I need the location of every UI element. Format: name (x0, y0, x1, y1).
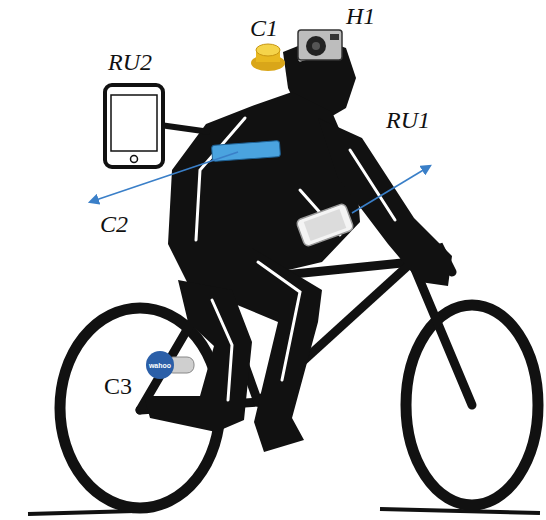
ground-line (28, 511, 135, 514)
device-label: RU1 (386, 108, 430, 132)
tablet-button (131, 156, 138, 163)
device-label: H1 (346, 4, 375, 28)
device-label: C1 (250, 16, 278, 40)
tablet (105, 85, 163, 167)
rider-silhouette (144, 38, 452, 452)
leader-arrow (90, 152, 238, 202)
phone (296, 203, 354, 247)
device-label: C2 (100, 212, 128, 236)
action-camera (298, 30, 342, 60)
tablet-mount (160, 125, 210, 132)
device-label: C3 (104, 374, 132, 398)
rider-highlights (196, 52, 395, 400)
brand-text: wahoo (149, 362, 171, 369)
leader-arrow (352, 166, 430, 213)
helmet-sensor (251, 44, 285, 71)
device-label: RU2 (108, 50, 152, 74)
ground-line (380, 509, 540, 513)
cadence-sensor (146, 351, 194, 379)
tablet-screen (111, 95, 157, 151)
